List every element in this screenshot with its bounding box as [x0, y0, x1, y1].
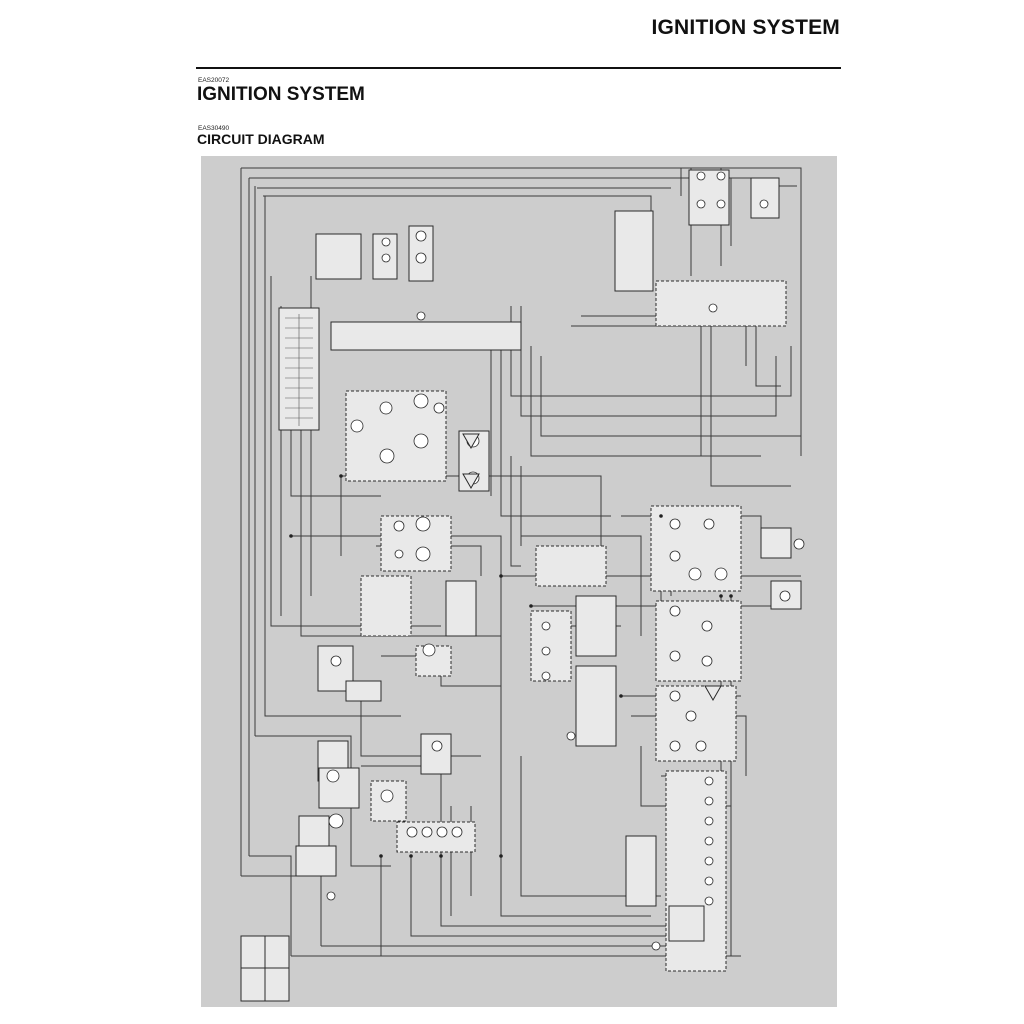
section-title: IGNITION SYSTEM: [197, 84, 365, 105]
switch-group-a: [360, 575, 412, 637]
main-joint-connector: [330, 321, 522, 351]
running-header-title: IGNITION SYSTEM: [651, 16, 840, 39]
sensor-c: [750, 177, 780, 219]
meter-connector: [625, 835, 657, 907]
sensor-f: [345, 680, 382, 702]
subsection-title: CIRCUIT DIAGRAM: [197, 131, 325, 147]
ground-symbols: [462, 433, 722, 702]
switch-group-b: [445, 580, 477, 637]
sensor-k: [298, 815, 330, 847]
diode-pair: [535, 545, 607, 587]
section-code: EAS20072: [198, 77, 230, 84]
header-rule: [196, 67, 841, 69]
injector-cluster: [345, 390, 447, 482]
meter-assembly: [668, 905, 705, 942]
splice-dots: [289, 474, 733, 858]
sensor-l: [295, 845, 337, 877]
relay-stack-b: [530, 610, 572, 682]
fuse-box: [614, 210, 654, 292]
handlebar-switch-group: [655, 685, 737, 762]
subsection-code: EAS30490: [198, 125, 230, 132]
components: [240, 169, 802, 1002]
sensor-h: [760, 527, 792, 559]
circuit-diagram: [240, 167, 805, 1002]
relay-stack-a: [575, 595, 617, 657]
pickup-coil: [370, 780, 407, 822]
relay-unit: [655, 280, 787, 327]
relay-stack-c: [575, 665, 617, 747]
switch-pair-group: [655, 600, 742, 682]
fuse-row: [396, 821, 476, 853]
sensor-j: [420, 733, 452, 775]
main-switch: [315, 233, 362, 280]
